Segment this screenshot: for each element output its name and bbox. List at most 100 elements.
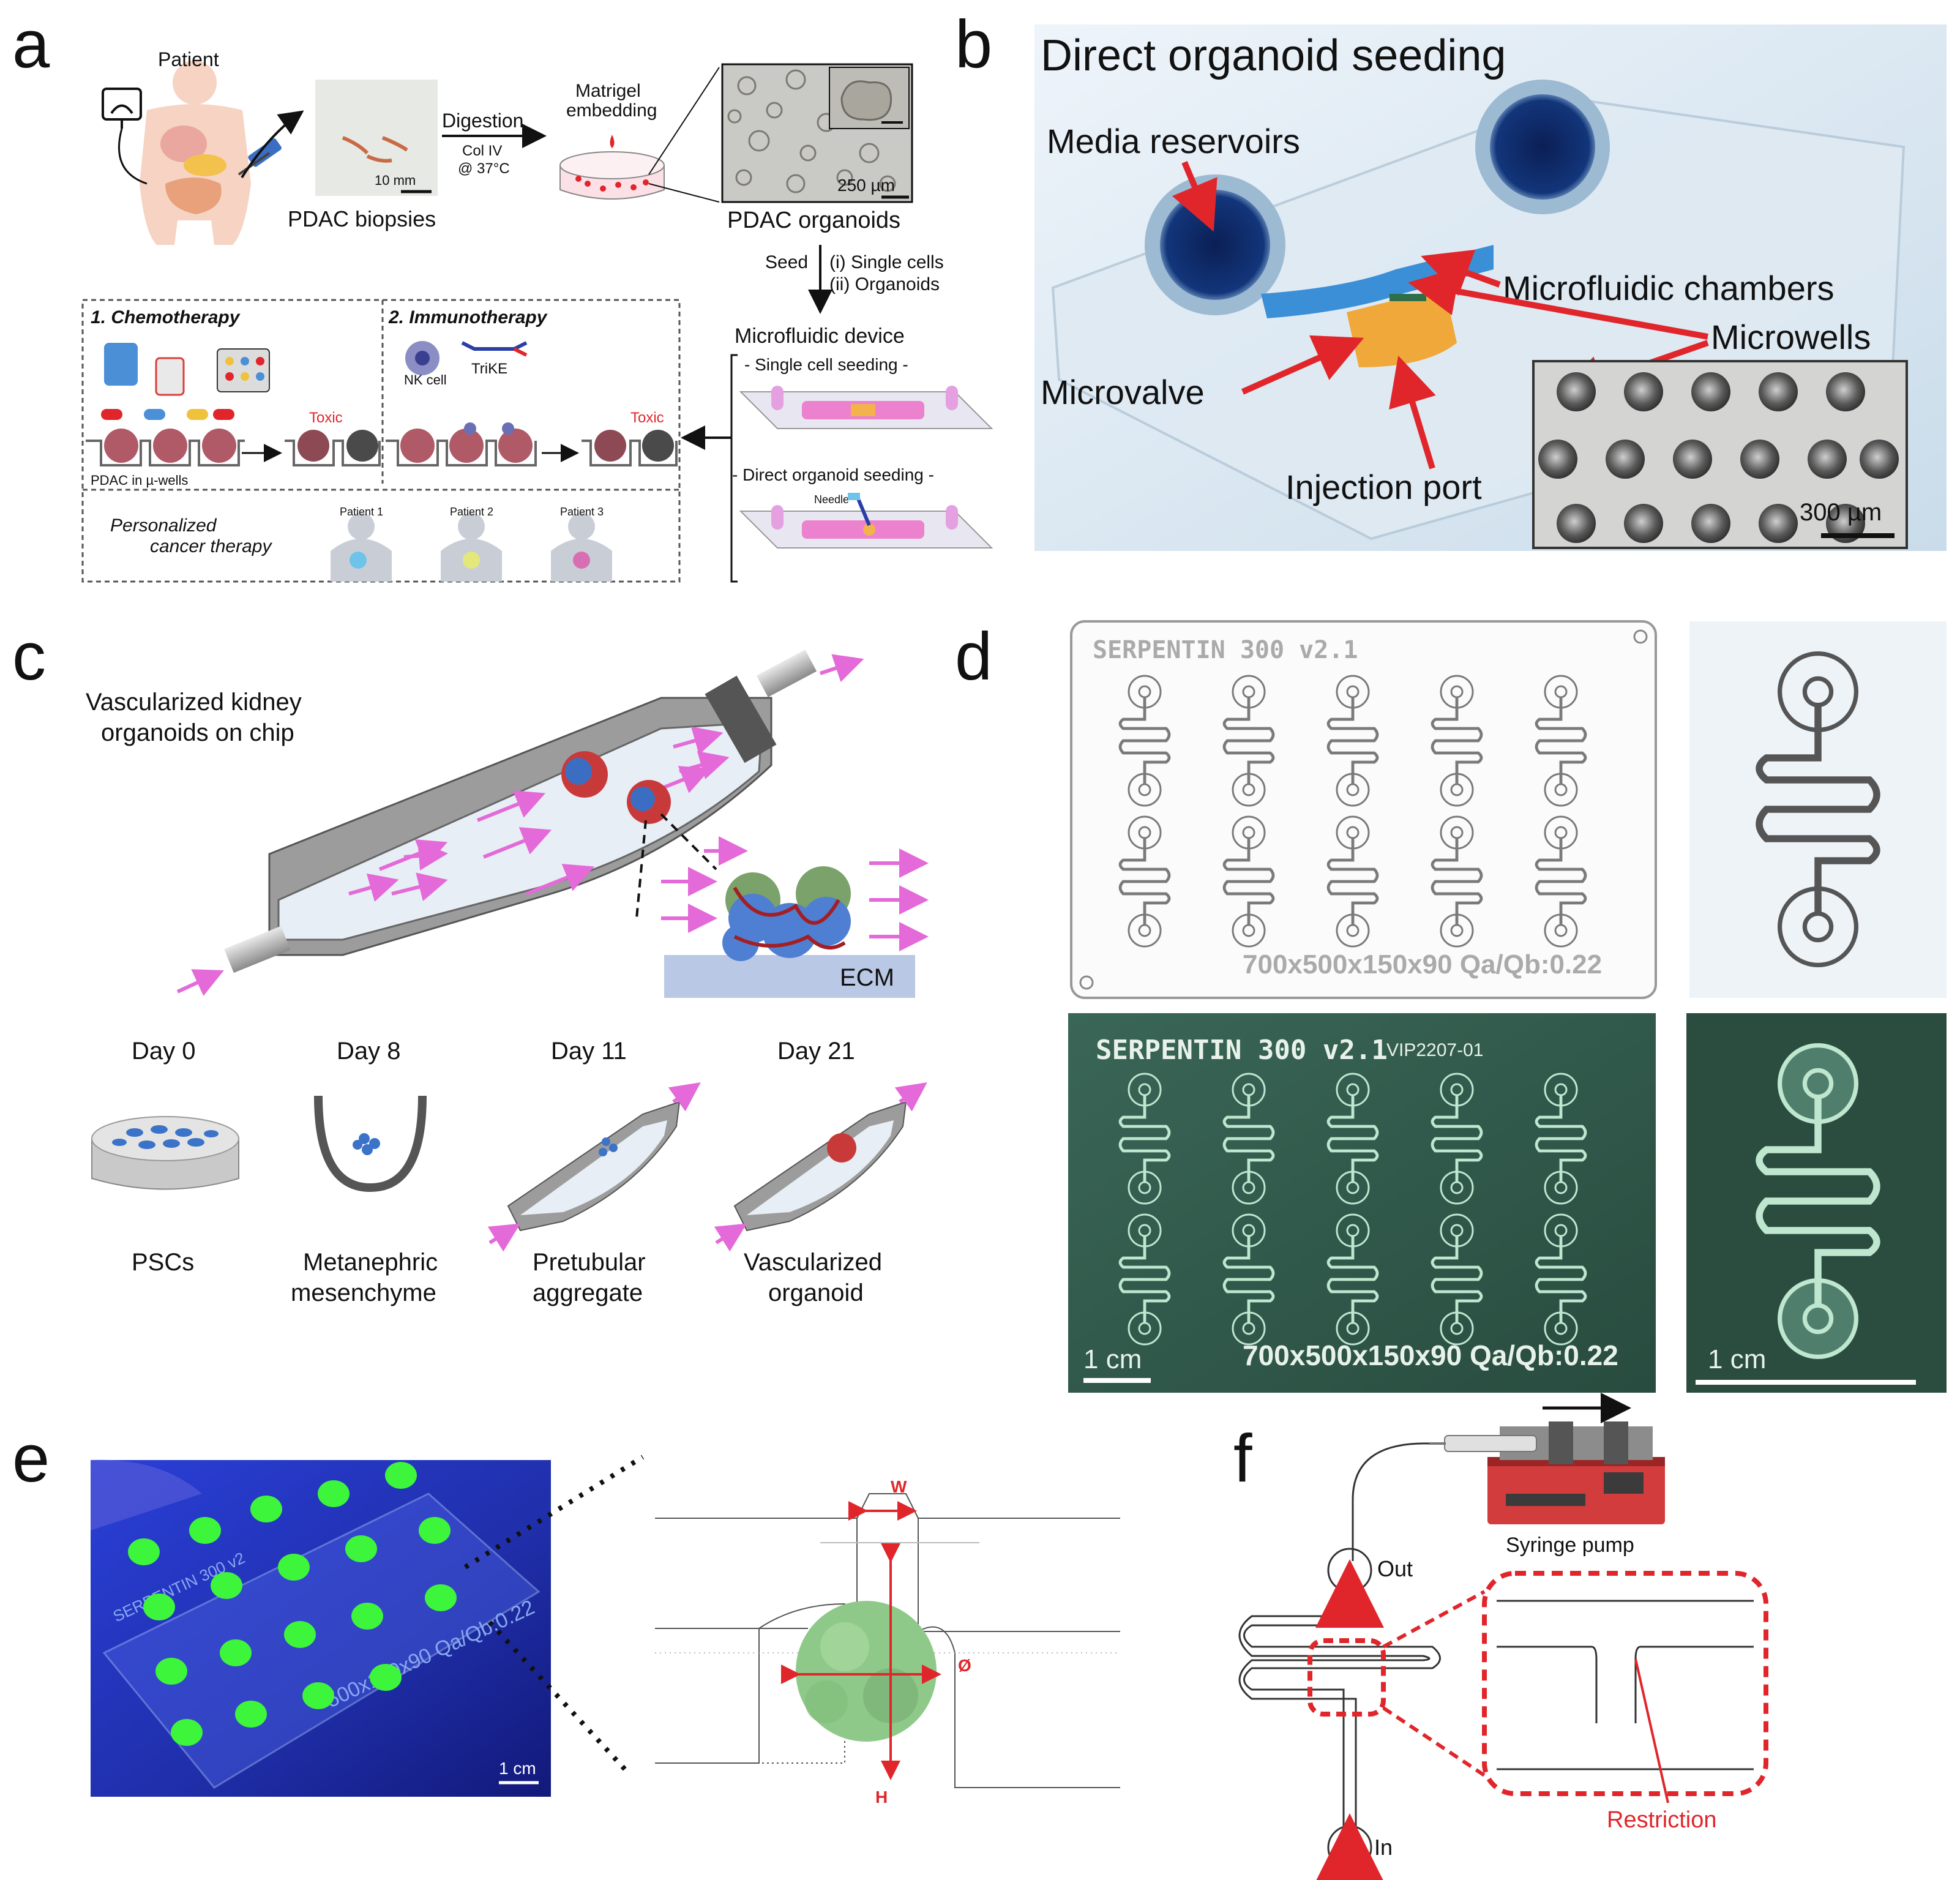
panel-a-letter: a xyxy=(12,7,50,82)
uv-scale: 1 cm xyxy=(499,1759,536,1778)
serpentine-unit xyxy=(1222,675,1275,807)
pills-row xyxy=(101,409,234,420)
day-8: Day 8 xyxy=(337,1038,401,1065)
microwell xyxy=(1691,372,1730,411)
chambers-label: Microfluidic chambers xyxy=(1503,269,1835,307)
scale-10mm: 10 mm xyxy=(375,173,416,188)
patient2-label: Patient 2 xyxy=(450,506,493,518)
serpentine-unit xyxy=(1222,1213,1275,1346)
serpentine-unit xyxy=(1431,815,1483,948)
microwell xyxy=(1860,440,1899,479)
fluorescent-well xyxy=(189,1517,221,1544)
serpentine-unit xyxy=(1118,1073,1171,1205)
stage-2-line-1: Metanephric xyxy=(303,1249,438,1276)
microvalve-label: Microvalve xyxy=(1041,373,1205,411)
chemo-wells xyxy=(86,429,381,466)
patient-label: Patient xyxy=(158,48,219,70)
fluorescent-well xyxy=(278,1554,310,1581)
pdac-wells-label: PDAC in µ-wells xyxy=(91,473,188,488)
serpentine-unit xyxy=(1756,1043,1880,1360)
panel-c-title-1: Vascularized kidney xyxy=(86,689,302,716)
zoom-scale: 1 cm xyxy=(1708,1344,1766,1374)
fluorescent-well xyxy=(171,1719,203,1746)
col-iv-label: Col IV xyxy=(462,143,502,159)
serpentine-unit xyxy=(1326,1073,1379,1205)
panel-e-letter: e xyxy=(12,1421,50,1496)
phi-label: Ø xyxy=(958,1656,971,1675)
ecm-label: ECM xyxy=(840,964,894,991)
personalized-1: Personalized xyxy=(110,515,217,536)
panel-e: e SERPENTIN 300 v2 500x150x90 Qa/Qb:0.22… xyxy=(12,1421,1120,1807)
metanephric-well xyxy=(314,1095,427,1193)
chip-design-dims: 700x500x150x90 Qa/Qb:0.22 xyxy=(1243,949,1602,979)
seed-ii: (ii) Organoids xyxy=(829,274,940,294)
organoids-label: PDAC organoids xyxy=(727,208,900,233)
biopsy-photo xyxy=(315,80,438,196)
fluorescent-well xyxy=(318,1480,350,1507)
trike-label: TriKE xyxy=(471,361,507,377)
microwell xyxy=(1759,504,1798,543)
toxic-label-2: Toxic xyxy=(630,410,664,426)
syringe-pump-icon xyxy=(1429,1421,1665,1524)
stage-4-line-2: organoid xyxy=(768,1279,864,1306)
ultrasound-monitor-icon xyxy=(102,88,142,129)
serpentine-unit xyxy=(1431,675,1483,807)
microwells-label: Microwells xyxy=(1711,318,1871,356)
serpentine-unit xyxy=(1222,1073,1275,1205)
temp-label: @ 37°C xyxy=(458,160,510,177)
serpentine-unit xyxy=(1756,651,1880,967)
device-single-cell xyxy=(739,386,993,429)
fluorescent-well xyxy=(351,1603,383,1630)
media-reservoir-right xyxy=(1490,94,1595,200)
restriction-zoom xyxy=(1482,1571,1768,1796)
serpentine-unit xyxy=(1535,675,1587,807)
in-label: In xyxy=(1374,1835,1393,1860)
fluorescent-well xyxy=(250,1496,282,1522)
panel-c-title-2: organoids on chip xyxy=(101,719,294,746)
serpentine-unit xyxy=(1535,1213,1587,1346)
matrigel-label-1: Matrigel xyxy=(575,81,641,101)
toxic-label-1: Toxic xyxy=(309,410,343,426)
microwell xyxy=(1624,372,1663,411)
nk-label: NK cell xyxy=(404,372,447,388)
day-0: Day 0 xyxy=(132,1038,196,1065)
microwell xyxy=(1759,372,1798,411)
microwell xyxy=(1808,440,1847,479)
psc-dish xyxy=(91,1116,239,1190)
biopsy-needle-icon xyxy=(238,138,282,176)
panel-c-letter: c xyxy=(12,619,46,694)
uv-chip-photo xyxy=(91,1460,551,1797)
serpentine-unit xyxy=(1535,1073,1587,1205)
microwell xyxy=(1557,504,1596,543)
fluorescent-well xyxy=(128,1538,160,1565)
immuno-label: 2. Immunotherapy xyxy=(388,307,548,328)
serpentine-unit xyxy=(1118,1213,1171,1346)
immuno-wells xyxy=(386,422,678,466)
patient-silhouettes xyxy=(331,513,612,582)
matrigel-label-2: embedding xyxy=(566,100,657,121)
stage-3-line-1: Pretubular xyxy=(533,1249,646,1276)
serpentine-grid-design xyxy=(1118,675,1587,948)
panel-b-letter: b xyxy=(955,7,992,82)
pump-label: Syringe pump xyxy=(1506,1534,1634,1557)
panel-b-title: Direct organoid seeding xyxy=(1041,31,1506,80)
patient3-label: Patient 3 xyxy=(560,506,604,518)
media-label: Media reservoirs xyxy=(1047,122,1300,160)
ecm-block xyxy=(664,955,915,998)
microwell xyxy=(1740,440,1779,479)
chemo-label: 1. Chemotherapy xyxy=(91,307,241,328)
kidney-chip xyxy=(224,650,817,973)
fluorescent-wells xyxy=(128,1462,457,1746)
out-label: Out xyxy=(1377,1556,1413,1581)
fluorescent-well xyxy=(345,1535,377,1562)
serpentine-grid-fabricated xyxy=(1118,1073,1587,1346)
chip-fab-scale: 1 cm xyxy=(1083,1344,1142,1374)
fluorescent-well xyxy=(284,1621,316,1648)
panel-f: f Syringe pump Out In xyxy=(1233,1393,1768,1880)
fluorescent-well xyxy=(370,1664,402,1691)
serpentine-unit xyxy=(1118,815,1171,948)
fluorescent-well xyxy=(155,1658,187,1685)
serpentine-unit xyxy=(1118,675,1171,807)
microwell-grid xyxy=(1538,372,1899,543)
microwell xyxy=(1606,440,1645,479)
